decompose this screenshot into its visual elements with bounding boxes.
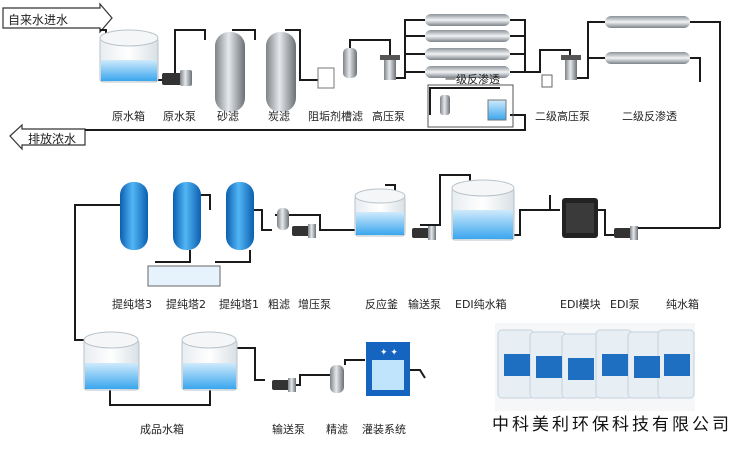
purification-tower-2 (173, 182, 201, 250)
inlet-arrow (2, 2, 113, 34)
ro-stage1-membranes (425, 14, 510, 78)
product-bottles-image (495, 323, 695, 411)
label-sand-filter: 砂滤 (217, 110, 239, 123)
label-edi-pump: EDI泵 (610, 298, 640, 311)
high-pressure-pump (380, 55, 400, 80)
outlet-arrow (9, 123, 86, 151)
label-raw-tank: 原水箱 (112, 110, 145, 123)
edi-pump (614, 226, 638, 240)
label-filling-system: 灌装系统 (362, 423, 406, 436)
label-coarse-filter: 粗滤 (268, 298, 290, 311)
label-transfer-pump-row3: 输送泵 (272, 423, 305, 436)
purification-tower-1 (226, 182, 254, 250)
svg-text:✦ ✦: ✦ ✦ (380, 348, 398, 358)
label-fine-filter: 精滤 (326, 423, 348, 436)
ro-stage2-membranes (605, 16, 690, 64)
reactor-tank (354, 188, 406, 237)
label-raw-pump: 原水泵 (163, 110, 196, 123)
label-tower1: 提纯塔1 (219, 298, 259, 311)
edi-module (562, 198, 598, 238)
label-hp-pump2: 二级高压泵 (535, 110, 590, 123)
label-tower2: 提纯塔2 (166, 298, 206, 311)
label-transfer-pump: 输送泵 (408, 298, 441, 311)
filling-system: ✦ ✦ (366, 342, 410, 396)
label-reactor: 反应釜 (365, 298, 398, 311)
edi-pure-water-tank (451, 179, 515, 241)
label-pure-tank: 纯水箱 (666, 298, 699, 311)
carbon-filter (266, 32, 296, 112)
label-edi-module: EDI模块 (560, 298, 601, 311)
outlet-label: 排放浓水 (28, 132, 77, 146)
sand-filter (215, 32, 245, 112)
antiscalant-tank (317, 48, 357, 89)
label-booster-pump: 增压泵 (298, 298, 331, 311)
fine-filter (330, 365, 344, 393)
label-ro1: 一级反渗透 (445, 73, 500, 86)
product-tank-2 (181, 331, 238, 391)
product-tank-1 (83, 331, 140, 391)
raw-water-pump (162, 70, 192, 86)
purification-tower-3 (120, 182, 148, 250)
transfer-pump-row3 (272, 378, 296, 392)
label-carbon-filter: 炭滤 (268, 110, 290, 123)
raw-water-tank (99, 29, 159, 83)
inlet-label: 自来水进水 (8, 13, 69, 27)
tower-base-tray (147, 265, 221, 287)
coarse-filter (277, 208, 289, 230)
company-name: 中科美利环保科技有限公司 (492, 415, 732, 435)
label-tower3: 提纯塔3 (112, 298, 152, 311)
label-hp-pump: 高压泵 (372, 110, 405, 123)
label-product-tank: 成品水箱 (140, 423, 184, 436)
label-edi-tank: EDI纯水箱 (455, 298, 507, 311)
ro-stage1-dosing-box (427, 84, 514, 128)
label-antiscalant: 阻垢剂槽滤 (308, 110, 363, 123)
high-pressure-pump-2 (541, 55, 581, 88)
booster-pump (292, 224, 316, 238)
transfer-pump-row2 (412, 226, 436, 240)
label-ro2: 二级反渗透 (622, 110, 677, 123)
